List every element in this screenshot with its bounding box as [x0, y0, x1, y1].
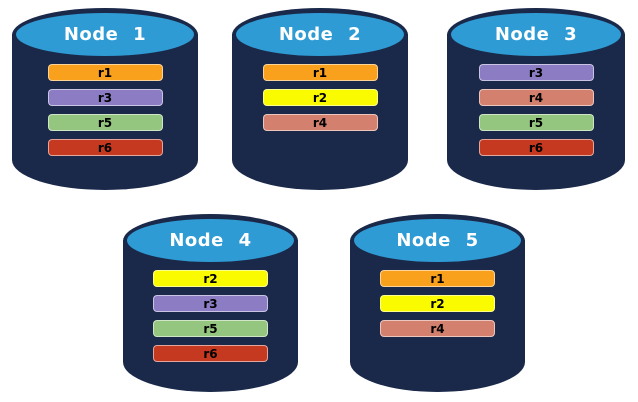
- cylinder-top: Node 4: [123, 214, 298, 268]
- resource-bar-label: r2: [203, 271, 218, 286]
- resource-bar-label: r5: [203, 321, 218, 336]
- resource-bars: r2 r3 r5 r6: [123, 270, 298, 362]
- resource-bar: r4: [478, 89, 594, 106]
- resource-bar-label: r5: [97, 115, 113, 130]
- resource-bar: r5: [478, 114, 594, 131]
- node-cylinder: Node 2 r1 r2 r4: [232, 8, 408, 190]
- resource-bar: r6: [153, 345, 268, 362]
- resource-bar: r6: [47, 139, 163, 156]
- resource-bar-label: r6: [203, 346, 218, 361]
- cylinder-top: Node 5: [350, 214, 525, 268]
- resource-bar-label: r2: [312, 90, 328, 105]
- node-cylinder: Node 5 r1 r2 r4: [350, 214, 525, 392]
- resource-bar-label: r3: [97, 90, 113, 105]
- resource-bar-label: r3: [528, 65, 544, 80]
- resource-bar: r3: [47, 89, 163, 106]
- node-title: Node 4: [169, 230, 252, 251]
- node-cylinder: Node 1 r1 r3 r5 r6: [12, 8, 198, 190]
- cylinder-top: Node 3: [447, 8, 625, 62]
- cylinder-top-face: Node 4: [127, 219, 294, 262]
- node-title: Node 5: [396, 230, 479, 251]
- resource-bar-label: r4: [528, 90, 544, 105]
- resource-bar-label: r6: [97, 140, 113, 155]
- node-cylinder: Node 3 r3 r4 r5 r6: [447, 8, 625, 190]
- resource-bar-label: r1: [97, 65, 113, 80]
- cylinder-top-face: Node 5: [354, 219, 521, 262]
- resource-bars: r1 r2 r4: [350, 270, 525, 337]
- resource-bar: r1: [47, 64, 163, 81]
- resource-bar-label: r4: [312, 115, 328, 130]
- resource-bar: r1: [380, 270, 495, 287]
- resource-bar-label: r4: [430, 321, 445, 336]
- resource-bar: r5: [153, 320, 268, 337]
- node-cylinder: Node 4 r2 r3 r5 r6: [123, 214, 298, 392]
- cylinder-top-face: Node 1: [16, 13, 194, 56]
- resource-bar: r1: [262, 64, 378, 81]
- resource-bar-label: r6: [528, 140, 544, 155]
- resource-bar: r4: [380, 320, 495, 337]
- node-title: Node 3: [494, 24, 578, 45]
- resource-bar-label: r1: [430, 271, 445, 286]
- resource-bar: r5: [47, 114, 163, 131]
- resource-bar: r2: [380, 295, 495, 312]
- node-title: Node 2: [278, 24, 362, 45]
- resource-bar-label: r5: [528, 115, 544, 130]
- resource-bars: r1 r3 r5 r6: [12, 64, 198, 156]
- resource-bar-label: r2: [430, 296, 445, 311]
- resource-bar: r6: [478, 139, 594, 156]
- cylinder-top: Node 1: [12, 8, 198, 62]
- resource-bar: r2: [153, 270, 268, 287]
- resource-bar: r4: [262, 114, 378, 131]
- resource-bars: r3 r4 r5 r6: [447, 64, 625, 156]
- resource-bar-label: r3: [203, 296, 218, 311]
- node-title: Node 1: [63, 24, 147, 45]
- resource-bar: r3: [478, 64, 594, 81]
- resource-bars: r1 r2 r4: [232, 64, 408, 131]
- resource-bar: r3: [153, 295, 268, 312]
- cylinder-top-face: Node 3: [451, 13, 621, 56]
- resource-bar: r2: [262, 89, 378, 106]
- cylinder-top: Node 2: [232, 8, 408, 62]
- resource-bar-label: r1: [312, 65, 328, 80]
- cylinder-top-face: Node 2: [236, 13, 404, 56]
